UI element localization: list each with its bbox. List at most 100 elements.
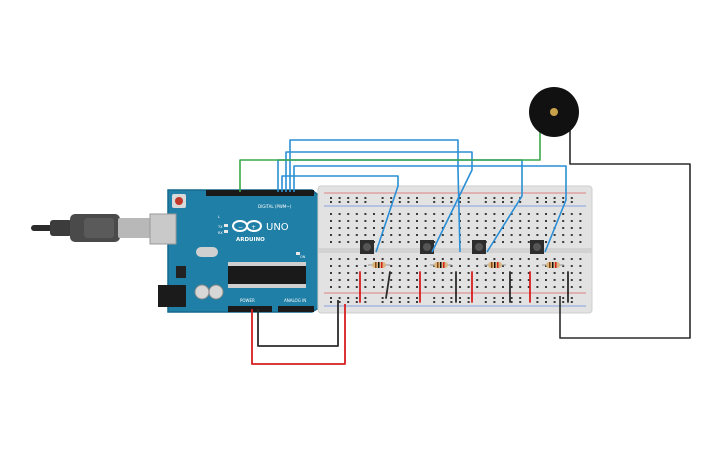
breadboard-hole xyxy=(347,220,350,222)
breadboard-hole xyxy=(330,279,332,281)
resistor[interactable] xyxy=(542,262,564,268)
breadboard-hole xyxy=(502,272,504,274)
piezo-buzzer[interactable] xyxy=(529,87,579,137)
breadboard-hole xyxy=(390,227,393,229)
breadboard-hole xyxy=(527,258,530,260)
breadboard-hole xyxy=(493,301,496,303)
power-header[interactable] xyxy=(228,306,272,312)
breadboard-hole xyxy=(416,286,418,288)
breadboard-hole xyxy=(562,297,565,299)
breadboard-hole xyxy=(519,227,522,229)
breadboard-hole xyxy=(484,234,487,236)
breadboard-hole xyxy=(441,301,444,303)
breadboard-hole xyxy=(390,241,393,243)
breadboard-hole xyxy=(433,297,436,299)
breadboard-hole xyxy=(373,286,375,288)
breadboard-hole xyxy=(450,286,453,288)
digital-label: DIGITAL (PWM~) xyxy=(258,204,292,209)
breadboard-hole xyxy=(510,220,513,222)
breadboard-hole xyxy=(545,227,547,229)
breadboard-hole xyxy=(527,265,530,267)
analog-header[interactable] xyxy=(278,306,314,312)
breadboard-hole xyxy=(519,301,522,303)
breadboard-hole xyxy=(398,227,401,229)
breadboard-hole xyxy=(493,272,496,274)
resistor[interactable] xyxy=(368,262,390,268)
breadboard-hole xyxy=(510,297,513,299)
breadboard-hole xyxy=(433,227,436,229)
arduino-uno-board[interactable]: − + ARDUINO UNO DIGITAL (PWM~) POWER ANA… xyxy=(149,189,323,313)
breadboard-hole xyxy=(450,272,453,274)
breadboard-hole xyxy=(579,265,582,267)
breadboard-hole xyxy=(493,227,496,229)
breadboard-hole xyxy=(407,297,410,299)
breadboard-hole xyxy=(338,234,341,236)
breadboard-hole xyxy=(467,258,470,260)
breadboard-hole xyxy=(545,213,547,215)
breadboard-hole xyxy=(364,286,367,288)
tx-led xyxy=(224,224,228,227)
breadboard-hole xyxy=(579,258,582,260)
breadboard[interactable] xyxy=(317,185,593,314)
breadboard-hole xyxy=(484,297,487,299)
breadboard-hole xyxy=(433,241,436,243)
breadboard-hole xyxy=(330,234,332,236)
push-button[interactable] xyxy=(530,240,544,254)
breadboard-hole xyxy=(347,258,350,260)
breadboard-hole xyxy=(441,258,444,260)
breadboard-hole xyxy=(527,286,530,288)
breadboard-hole xyxy=(545,286,547,288)
breadboard-hole xyxy=(502,241,504,243)
breadboard-hole xyxy=(459,265,461,267)
breadboard-hole xyxy=(441,241,444,243)
breadboard-hole xyxy=(502,301,504,303)
breadboard-hole xyxy=(450,234,453,236)
breadboard-hole xyxy=(407,201,410,203)
analog-label: ANALOG IN xyxy=(284,298,306,303)
breadboard-hole xyxy=(330,197,332,199)
breadboard-hole xyxy=(416,220,418,222)
breadboard-hole xyxy=(459,297,461,299)
breadboard-hole xyxy=(364,301,367,303)
breadboard-hole xyxy=(450,301,453,303)
breadboard-hole xyxy=(390,265,393,267)
breadboard-hole xyxy=(545,241,547,243)
breadboard-hole xyxy=(484,201,487,203)
breadboard-hole xyxy=(390,213,393,215)
breadboard-hole xyxy=(398,301,401,303)
breadboard-hole xyxy=(553,279,556,281)
board-brand: ARDUINO xyxy=(236,237,265,243)
breadboard-hole xyxy=(527,241,530,243)
push-button[interactable] xyxy=(420,240,434,254)
breadboard-hole xyxy=(407,197,410,199)
breadboard-hole xyxy=(502,234,504,236)
breadboard-hole xyxy=(330,213,332,215)
breadboard-hole xyxy=(338,286,341,288)
breadboard-hole xyxy=(579,220,582,222)
push-button[interactable] xyxy=(360,240,374,254)
resistor[interactable] xyxy=(430,262,452,268)
breadboard-hole xyxy=(493,234,496,236)
breadboard-hole xyxy=(467,201,470,203)
breadboard-hole xyxy=(536,272,539,274)
breadboard-hole xyxy=(510,201,513,203)
breadboard-hole xyxy=(407,220,410,222)
breadboard-hole xyxy=(441,272,444,274)
push-button[interactable] xyxy=(472,240,486,254)
breadboard-hole xyxy=(338,279,341,281)
resistor[interactable] xyxy=(484,262,506,268)
digital-header[interactable] xyxy=(206,190,314,196)
breadboard-hole xyxy=(579,213,582,215)
breadboard-hole xyxy=(579,234,582,236)
breadboard-hole xyxy=(562,265,565,267)
breadboard-hole xyxy=(484,213,487,215)
breadboard-hole xyxy=(536,258,539,260)
power-label: POWER xyxy=(240,298,255,303)
breadboard-hole xyxy=(398,197,401,199)
breadboard-hole xyxy=(519,272,522,274)
breadboard-hole xyxy=(467,241,470,243)
breadboard-hole xyxy=(441,234,444,236)
breadboard-hole xyxy=(493,220,496,222)
breadboard-hole xyxy=(562,272,565,274)
